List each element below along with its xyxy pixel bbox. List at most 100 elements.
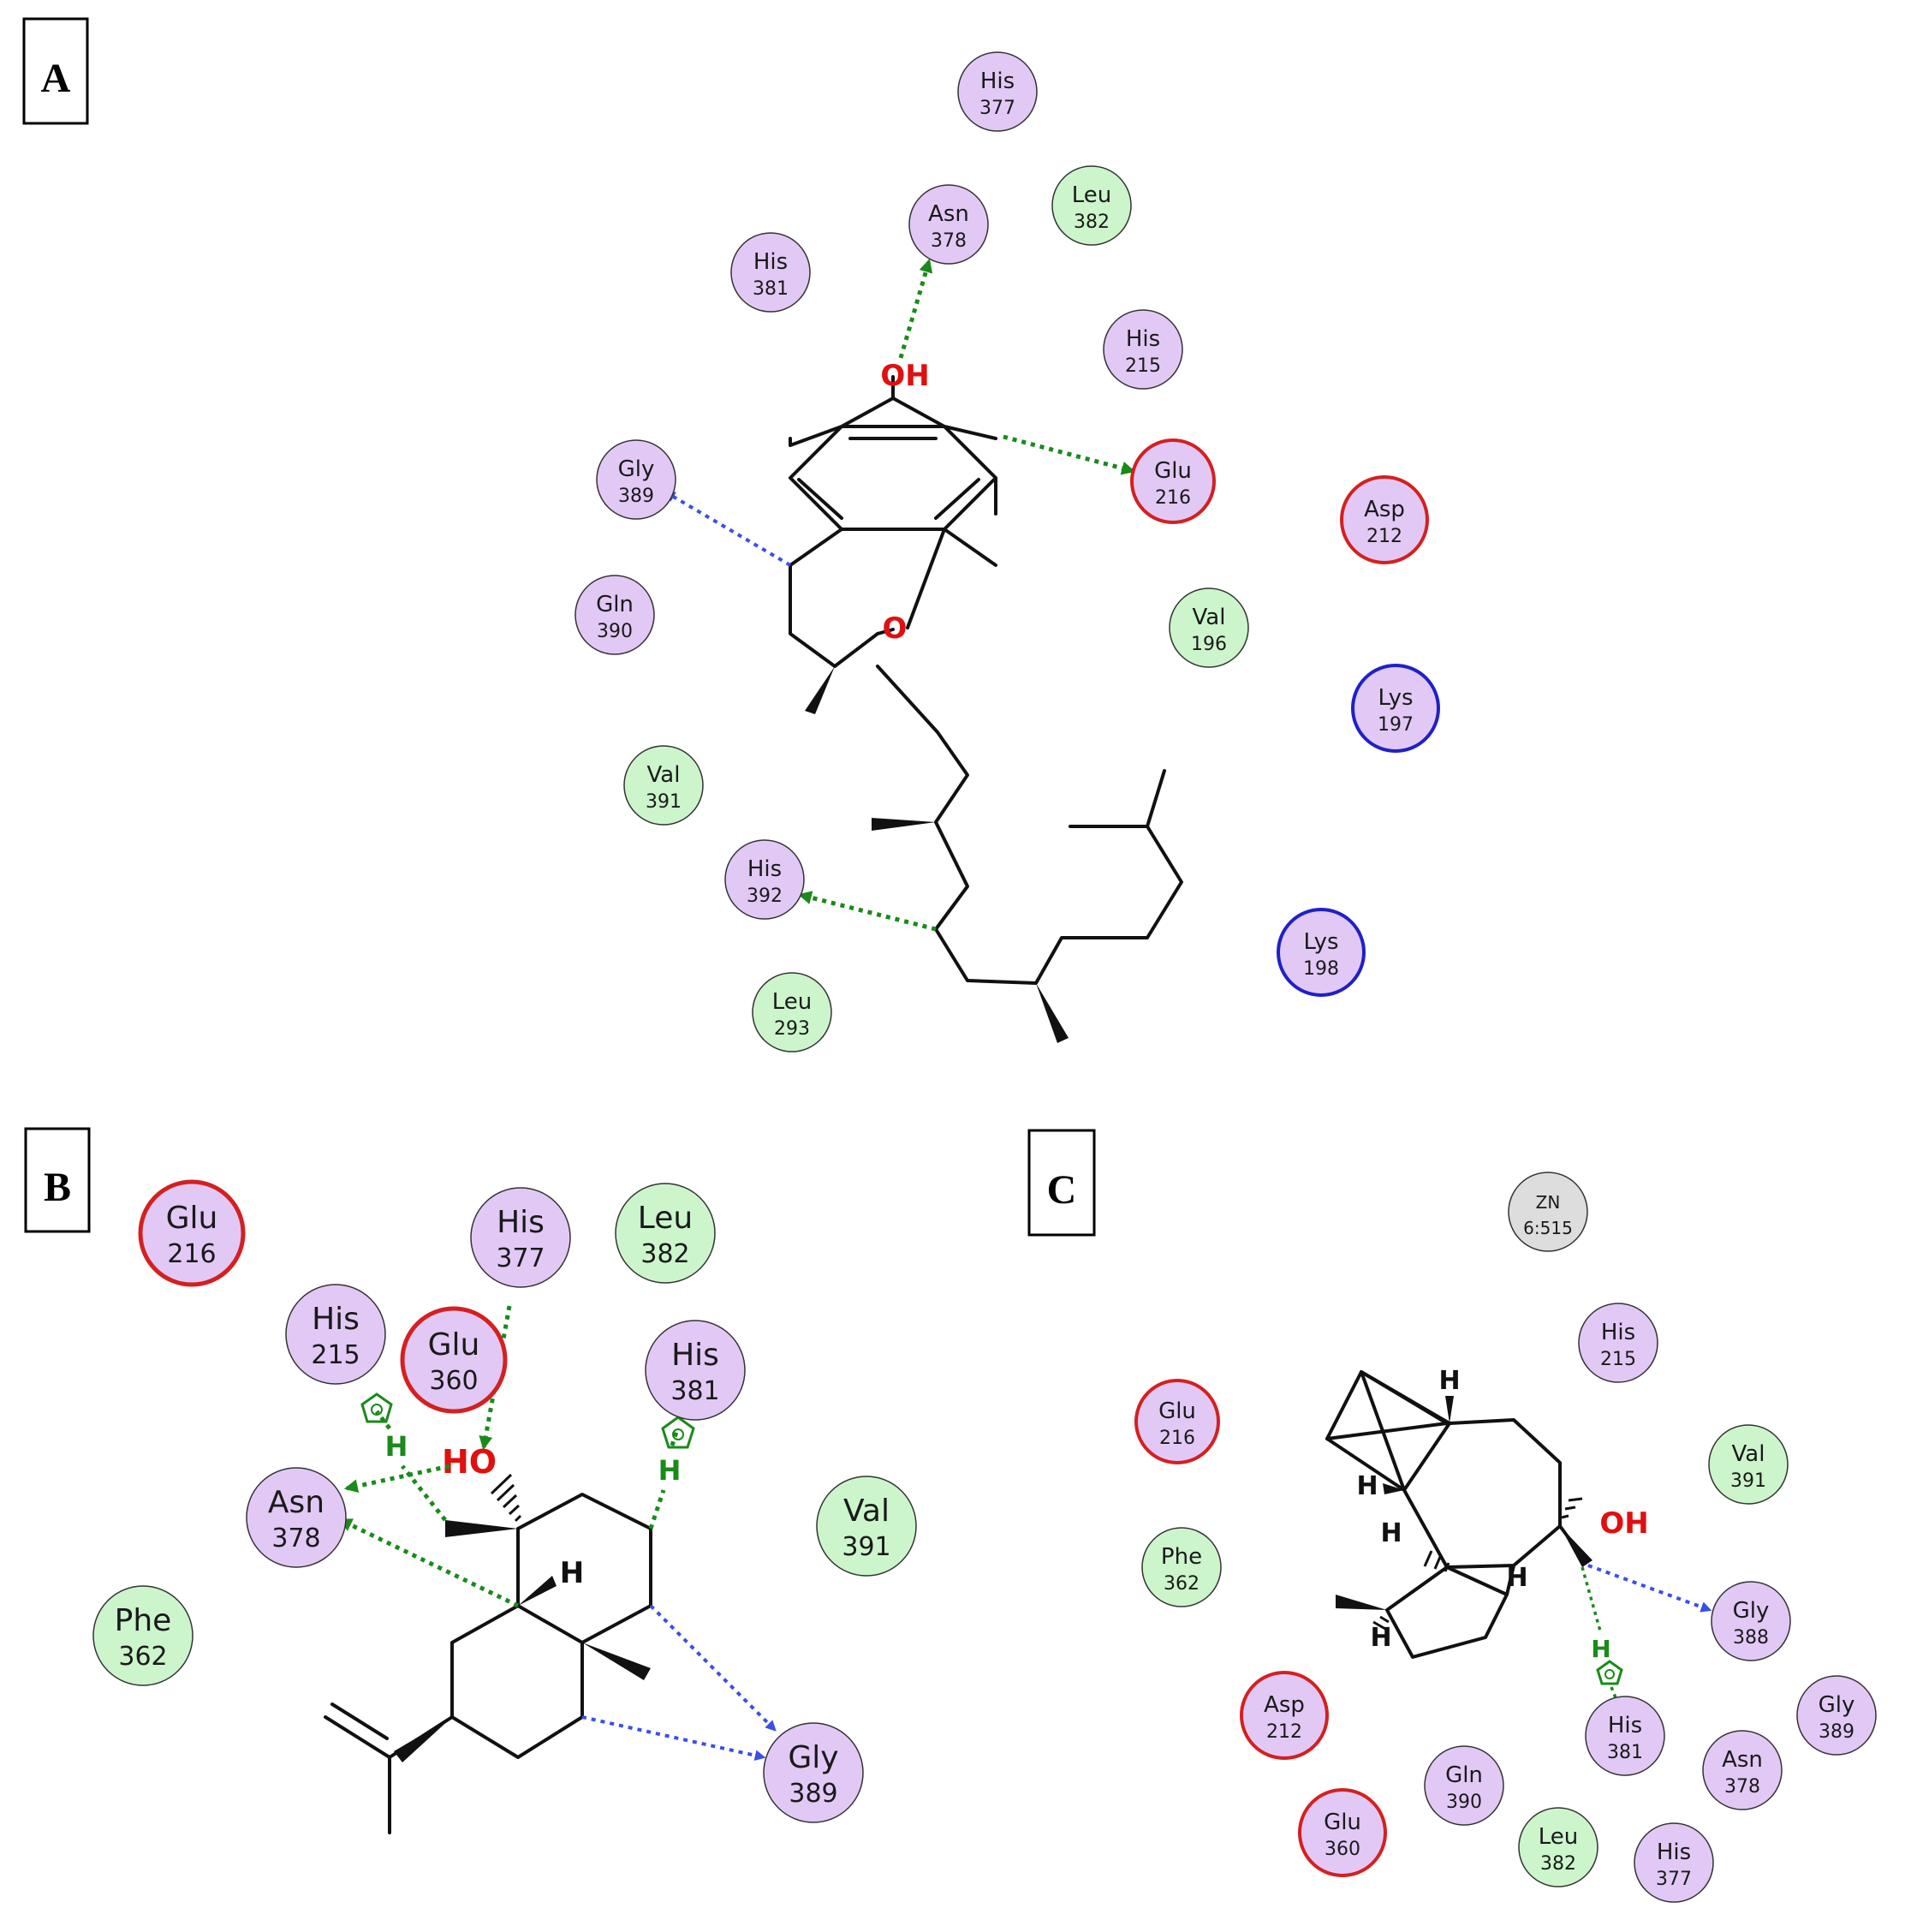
panel-a-label: A [41,56,71,101]
panel-c-label: C [1047,1167,1077,1213]
residue-circle [1298,1788,1387,1877]
residue-number: 381 [1607,1742,1643,1763]
residue-name: Phe [115,1603,172,1638]
residue-name: His [753,249,788,275]
panel-a-aromatic-inner [797,437,980,520]
residue-name: His [312,1302,360,1337]
panel-c-atom-h2: H [1356,1471,1378,1501]
residue-circle [1351,664,1440,753]
residue-name: Gly [1733,1598,1770,1624]
residue-circle [1708,1424,1789,1505]
panel-c-atom-h3: H [1380,1518,1402,1548]
residue-name: His [497,1205,545,1240]
panel-c-wedge-h1 [1445,1396,1454,1423]
panel-c-hashed-bonds [1372,1497,1583,1631]
residue-circle [1424,1745,1504,1826]
residue-name: His [1601,1320,1635,1345]
residue-name: Gly [788,1740,838,1775]
panel-b-hashed-bond [490,1473,522,1523]
residue-number: 378 [271,1524,320,1553]
residue-number: 382 [1074,212,1110,233]
panel-c-pi-ring-his381-inner [1604,1669,1615,1679]
panel-b-ligand-bonds [324,1493,652,1834]
residue-a-leu-382: Leu 382 [1051,165,1132,246]
residue-name: Val [1193,605,1226,630]
residue-number: 212 [1266,1721,1302,1743]
panel-a-hbond-asn378 [898,258,933,359]
panel-c-pi-his381-b [1610,1686,1618,1701]
panel-c-pi-his381 [1581,1566,1603,1635]
panel-c-atom-h1: H [1438,1366,1460,1396]
panel-a-hbond-glu216 [1003,434,1136,475]
panel-b-wedge-2 [582,1643,651,1680]
panel-c-atom-h4: H [1506,1563,1527,1593]
residue-name: Gln [1445,1762,1483,1788]
panel-a-label-box [22,17,89,125]
residue-name: Val [843,1494,890,1529]
panel-b-hbond-gly389-a [649,1604,777,1732]
residue-c-gly-389: Gly 389 [1796,1675,1877,1756]
panel-b-double-bond [330,1702,389,1740]
residue-circle [957,51,1038,132]
residue-circle [1796,1675,1877,1756]
panel-c-label-box [1027,1129,1096,1237]
panel-b-pi-ring-his215-inner [371,1404,383,1416]
panel-b-hbond-gly389-b [581,1715,766,1762]
residue-name: Leu [1072,182,1112,208]
residue-a-his-392: His 392 [724,839,805,920]
residue-name: Asp [1264,1692,1305,1718]
residue-name: ZN [1536,1192,1561,1213]
residue-number: 215 [1125,355,1161,377]
residue-name: Gln [596,592,634,617]
panel-b-ligand: HO H [324,1443,652,1834]
residue-name: His [1126,326,1160,352]
panel-b-wedge-h [518,1576,557,1606]
panel-b-pi-his215-b [375,1410,391,1430]
panel-b-label-box [24,1127,91,1233]
residue-name: Glu [166,1201,218,1236]
residue-circle [645,1320,746,1421]
residue-number: 389 [1819,1721,1854,1743]
panel-a-wedge-3 [1036,983,1069,1043]
residue-c-asp-212: Asp 212 [1240,1671,1329,1760]
panel-b-pi-ring-his381-inner [672,1428,684,1440]
residue-number: 378 [931,230,967,252]
residue-number: 198 [1303,958,1339,980]
residue-name: Leu [772,989,813,1015]
residue-number: 377 [979,98,1015,119]
residue-number: 360 [429,1366,478,1396]
residue-circle [1141,1527,1222,1607]
residue-number: 389 [789,1779,837,1809]
residue-number: 391 [1730,1470,1766,1492]
panel-b-pi-ring-his381 [661,1416,695,1449]
residue-name: His [1657,1840,1691,1865]
residue-number: 216 [167,1239,216,1269]
residue-number: 382 [640,1239,689,1269]
panel-a-hbond-his392 [797,891,937,932]
residue-number: 216 [1155,487,1191,509]
panel-c-atom-h5: H [1370,1623,1391,1653]
panel-b-hbond-asn378-b [338,1518,520,1608]
panel-a-residues: His377Asn378Leu382His381His215Gly389Glu2… [574,51,1440,1052]
residue-name: His [747,856,782,882]
residue-number: 197 [1378,714,1414,736]
residue-name: Gly [1819,1692,1855,1718]
residue-circle [1130,438,1216,524]
panel-c-residues: ZN6:515His215Glu216Val391Phe362Gly388Asp… [1134,1172,1877,1903]
residue-number: 392 [747,886,783,907]
panel-a-wedge-2 [872,818,936,831]
residue-number: 382 [1540,1853,1576,1875]
